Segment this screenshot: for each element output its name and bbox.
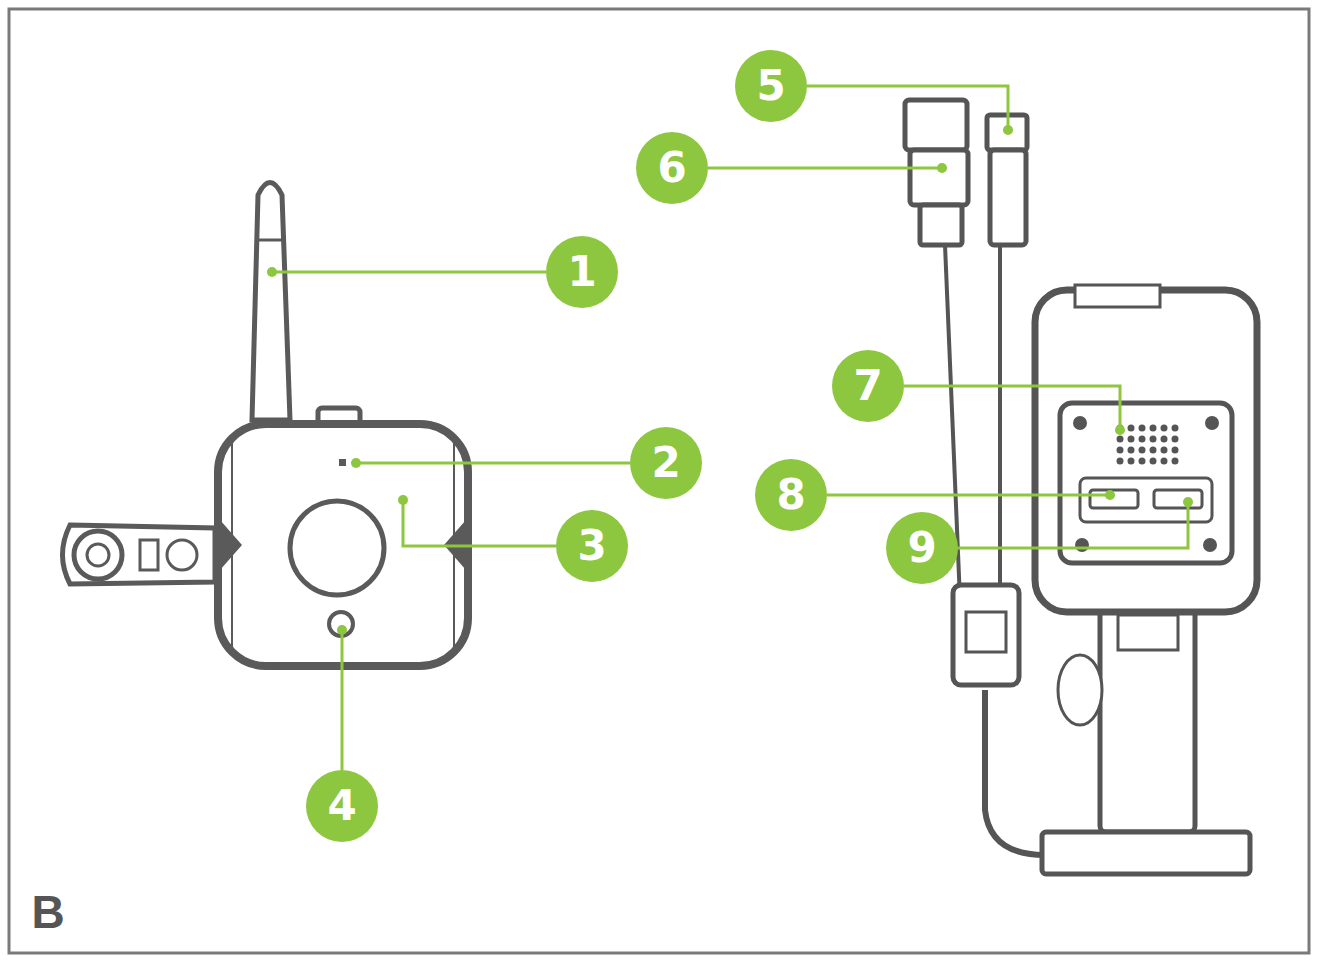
grille-hole xyxy=(1117,447,1124,454)
reset-button xyxy=(1090,490,1138,508)
callout-number: 8 xyxy=(755,459,827,531)
grille-hole xyxy=(1139,425,1146,432)
lens xyxy=(290,501,384,595)
leader-line xyxy=(341,630,344,770)
front-camera xyxy=(63,183,469,667)
leader-line xyxy=(708,167,942,170)
leader-line xyxy=(356,462,630,465)
leader-line xyxy=(958,502,1188,548)
leader-dot xyxy=(1105,490,1115,500)
figure-letter: B xyxy=(31,889,64,935)
rear-camera xyxy=(905,100,1257,874)
leader-line xyxy=(807,86,1008,130)
antenna xyxy=(252,183,290,421)
mount-bracket xyxy=(63,525,216,584)
callout-number: 5 xyxy=(735,50,807,122)
leader-dot xyxy=(351,458,361,468)
cable-joint xyxy=(953,585,1019,685)
leader-line xyxy=(272,271,546,274)
grille-hole xyxy=(1172,458,1179,465)
grille-hole xyxy=(1128,425,1135,432)
grille-hole xyxy=(1161,425,1168,432)
grille-hole xyxy=(1150,425,1157,432)
sensor xyxy=(329,612,353,636)
leader-lines xyxy=(267,86,1193,770)
screw xyxy=(1075,538,1089,552)
microphone-hole xyxy=(339,459,346,466)
callout-number: 1 xyxy=(546,236,618,308)
leader-line xyxy=(403,500,556,546)
button-panel xyxy=(1080,478,1212,522)
frame xyxy=(9,9,1309,953)
leader-dot xyxy=(1183,497,1193,507)
callout-number: 4 xyxy=(306,770,378,842)
callout-number: 3 xyxy=(556,510,628,582)
stand xyxy=(1100,600,1195,832)
stand-base xyxy=(1042,832,1250,874)
callout-number: 2 xyxy=(630,427,702,499)
leader-dot xyxy=(337,625,347,635)
back-panel xyxy=(1060,403,1232,563)
grille-hole xyxy=(1139,458,1146,465)
leader-dot xyxy=(1003,125,1013,135)
screw xyxy=(1203,538,1217,552)
leader-dot xyxy=(267,267,277,277)
leader-line xyxy=(904,386,1120,430)
grille-hole xyxy=(1150,447,1157,454)
screw xyxy=(1205,416,1219,430)
grille-hole xyxy=(1128,436,1135,443)
card-slot xyxy=(1154,490,1202,508)
grille-hole xyxy=(1117,436,1124,443)
grille-hole xyxy=(1161,447,1168,454)
callout-number: 7 xyxy=(832,350,904,422)
grille-hole xyxy=(1172,436,1179,443)
callout-number: 6 xyxy=(636,132,708,204)
speaker-grille xyxy=(1117,425,1179,465)
network-connector xyxy=(905,100,967,150)
grille-hole xyxy=(1161,436,1168,443)
grille-hole xyxy=(1139,436,1146,443)
grille-hole xyxy=(1139,447,1146,454)
grille-hole xyxy=(1161,458,1168,465)
leader-line xyxy=(827,494,1110,497)
grille-hole xyxy=(1128,458,1135,465)
grille-hole xyxy=(1128,447,1135,454)
grille-hole xyxy=(1150,458,1157,465)
grille-hole xyxy=(1172,447,1179,454)
screws xyxy=(1073,416,1219,552)
camera-body xyxy=(1035,290,1257,612)
callout-number: 9 xyxy=(886,512,958,584)
leader-dot xyxy=(1115,425,1125,435)
bracket-knob xyxy=(74,531,122,579)
grille-hole xyxy=(1117,458,1124,465)
leader-dot xyxy=(398,495,408,505)
grille-hole xyxy=(1150,436,1157,443)
grille-hole xyxy=(1172,425,1179,432)
screw xyxy=(1073,416,1087,430)
leader-dot xyxy=(937,163,947,173)
